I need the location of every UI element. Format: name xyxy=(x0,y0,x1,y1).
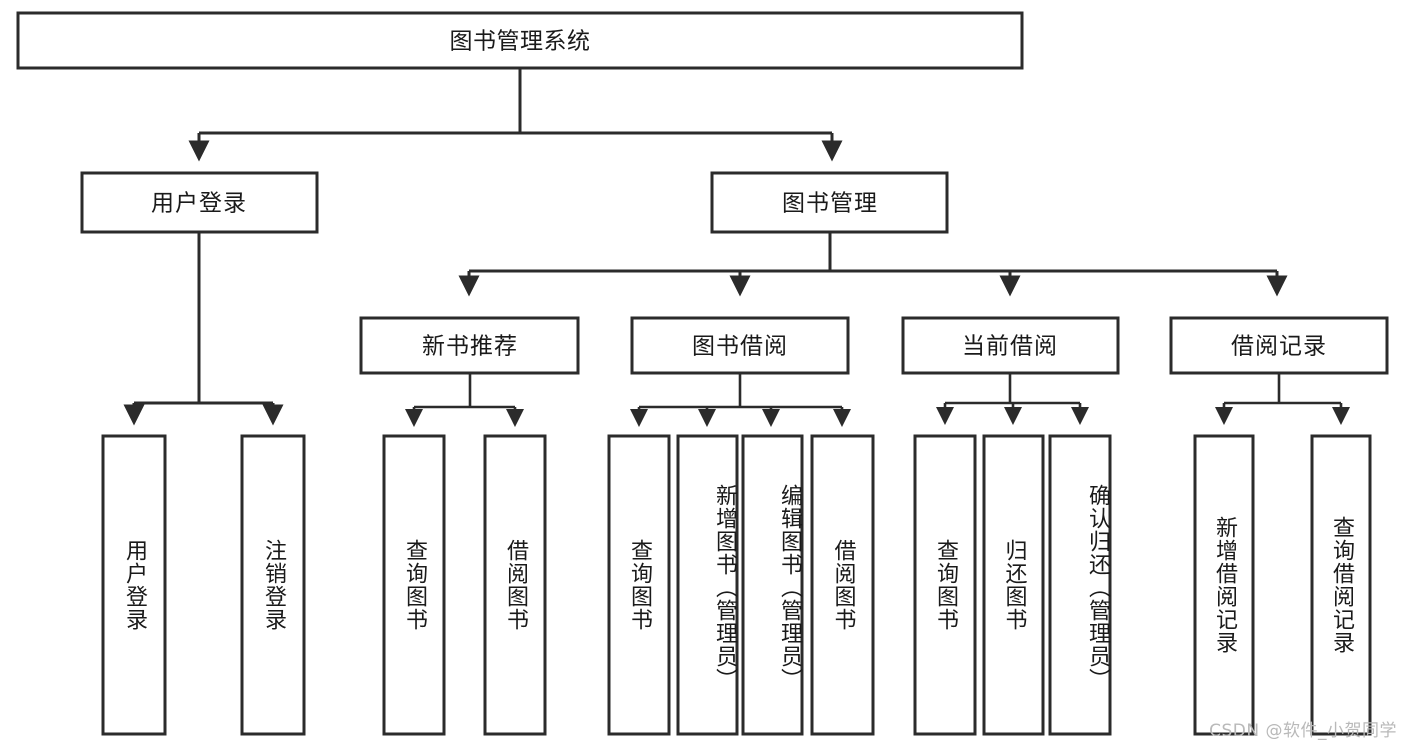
book-borrow-label: 图书借阅 xyxy=(692,334,788,360)
connector-user-login-to-leaves xyxy=(123,232,284,426)
leaf-box-confirm-return-admin[interactable] xyxy=(1048,434,1112,736)
node-root[interactable]: 图书管理系统 xyxy=(16,11,1024,70)
node-new-book-recommend[interactable]: 新书推荐 xyxy=(359,316,580,375)
new-book-recommend-box[interactable] xyxy=(359,316,580,375)
csdn-watermark: CSDN @软件_小贺同学 xyxy=(1209,721,1397,741)
current-borrow-box[interactable] xyxy=(901,316,1120,375)
node-borrow-record[interactable]: 借阅记录 xyxy=(1169,316,1389,375)
leaf-box-query-book-current[interactable] xyxy=(913,434,977,736)
user-login-label: 用户登录 xyxy=(151,191,247,217)
borrow-record-label: 借阅记录 xyxy=(1231,334,1327,360)
leaf-box-return-book[interactable] xyxy=(982,434,1045,736)
connector-book-management-to-level3 xyxy=(458,232,1288,297)
leaf-box-query-borrow-record[interactable] xyxy=(1310,434,1372,736)
book-management-label: 图书管理 xyxy=(782,191,878,217)
leaf-box-edit-book-admin[interactable] xyxy=(741,434,804,736)
connector-new-book-recommend-to-leaves xyxy=(404,373,525,428)
leaf-box-query-book-recommend[interactable] xyxy=(382,434,446,736)
leaf-box-add-book-admin[interactable] xyxy=(676,434,739,736)
connector-book-borrow-to-leaves xyxy=(629,373,852,428)
leaf-box-borrow-book-recommend[interactable] xyxy=(483,434,547,736)
leaf-box-user-login[interactable] xyxy=(101,434,167,736)
node-user-login[interactable]: 用户登录 xyxy=(80,171,319,234)
leaf-box-borrow-book[interactable] xyxy=(810,434,875,736)
node-current-borrow[interactable]: 当前借阅 xyxy=(901,316,1120,375)
node-book-management[interactable]: 图书管理 xyxy=(710,171,949,234)
new-book-recommend-label: 新书推荐 xyxy=(422,334,518,360)
leaf-box-logout[interactable] xyxy=(240,434,306,736)
root-label: 图书管理系统 xyxy=(450,29,591,55)
leaf-box-query-book-borrow[interactable] xyxy=(607,434,671,736)
connector-borrow-record-to-leaves xyxy=(1214,373,1351,426)
connector-current-borrow-to-leaves xyxy=(935,373,1090,426)
root-box[interactable] xyxy=(16,11,1024,70)
node-book-borrow[interactable]: 图书借阅 xyxy=(630,316,850,375)
leaf-box-add-borrow-record[interactable] xyxy=(1193,434,1255,736)
connector-root-to-level2 xyxy=(188,68,843,162)
current-borrow-label: 当前借阅 xyxy=(962,334,1058,360)
user-login-box[interactable] xyxy=(80,171,319,234)
